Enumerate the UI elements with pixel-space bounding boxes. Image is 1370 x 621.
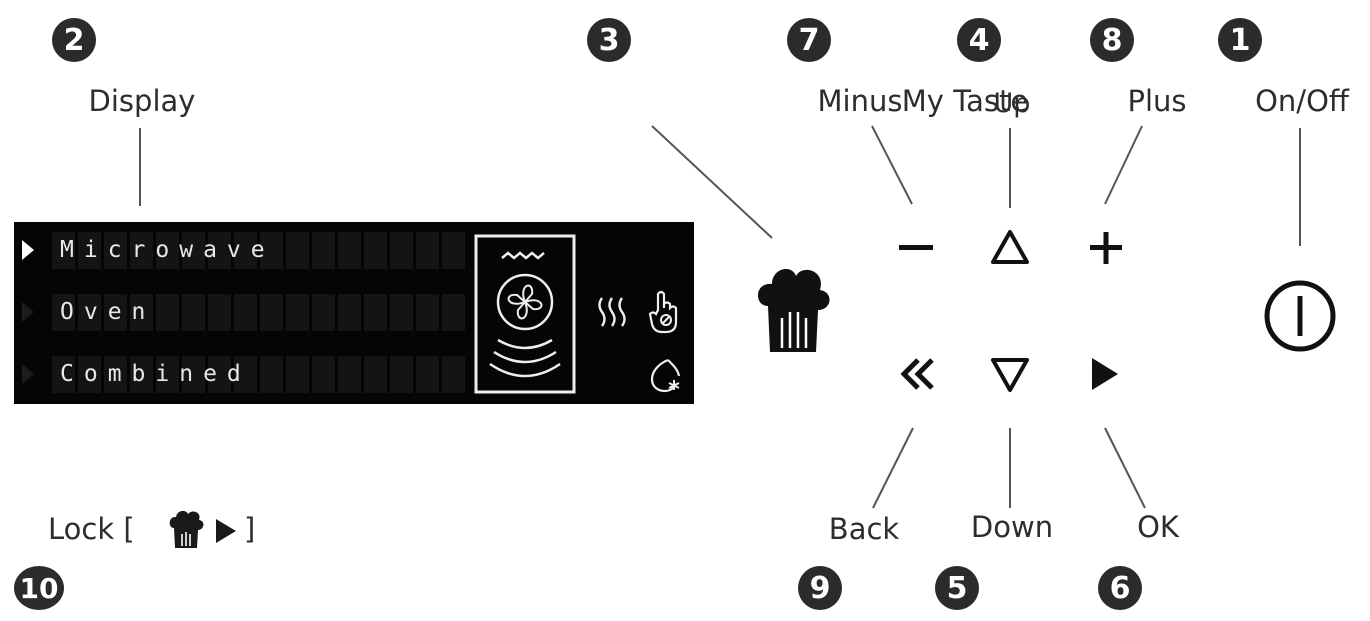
plus-button[interactable]: [1086, 228, 1126, 268]
display-label: Display: [88, 84, 196, 118]
display-row-text: Oven: [60, 299, 156, 325]
callout-badge-6: 6: [1098, 566, 1142, 610]
up-button[interactable]: [988, 226, 1032, 268]
plus-label: Plus: [1127, 84, 1187, 118]
display-row-text: Combined: [60, 361, 251, 387]
display-row-text: Microwave: [60, 237, 275, 263]
down-button[interactable]: [988, 354, 1032, 396]
minus-leader: [871, 125, 913, 205]
selection-marker-icon: [22, 240, 34, 260]
ok-leader: [1104, 427, 1146, 509]
touch-hand-icon: [648, 290, 678, 334]
minus-button[interactable]: [896, 232, 936, 262]
callout-badge-3: 3: [587, 18, 631, 62]
callout-badge-4: 4: [957, 18, 1001, 62]
display-row-oven: Oven: [22, 292, 465, 332]
lock-bracket-close: ]: [244, 512, 256, 546]
row-marker-icon: [22, 364, 34, 384]
my-taste-leader: [651, 125, 773, 239]
lock-chef-hat-icon: [169, 510, 204, 548]
my-taste-label: My Taste: [901, 84, 1029, 118]
callout-badge-5: 5: [935, 566, 979, 610]
callout-badge-10: 10: [14, 566, 64, 610]
my-taste-button[interactable]: [752, 262, 834, 358]
callout-badge-1: 1: [1218, 18, 1262, 62]
ok-button[interactable]: [1088, 354, 1122, 394]
display-row-microwave: Microwave: [22, 230, 465, 270]
down-label: Down: [970, 510, 1054, 544]
segment-cells: [52, 356, 465, 393]
heat-icon: [598, 297, 626, 327]
segment-cells: [52, 232, 465, 269]
drop-star-icon: [650, 358, 681, 393]
callout-badge-2: 2: [52, 18, 96, 62]
on-off-label: On/Off: [1255, 84, 1349, 118]
minus-label: Minus: [817, 84, 903, 118]
plus-leader: [1104, 125, 1143, 205]
microwave-fan-icon: [474, 234, 576, 394]
lock-label: Lock [: [48, 512, 135, 546]
callout-badge-8: 8: [1090, 18, 1134, 62]
callout-badge-7: 7: [787, 18, 831, 62]
up-label: Up: [993, 88, 1031, 119]
ok-label: OK: [1137, 510, 1179, 544]
row-marker-icon: [22, 302, 34, 322]
segment-cells: [52, 294, 465, 331]
lock-play-icon: [216, 519, 236, 543]
back-button[interactable]: [896, 354, 940, 394]
callout-badge-9: 9: [798, 566, 842, 610]
back-label: Back: [828, 512, 900, 546]
display-panel: Microwave Oven Combined: [14, 222, 694, 404]
display-row-combined: Combined: [22, 354, 465, 394]
power-button[interactable]: [1260, 276, 1340, 356]
back-leader: [872, 427, 914, 509]
